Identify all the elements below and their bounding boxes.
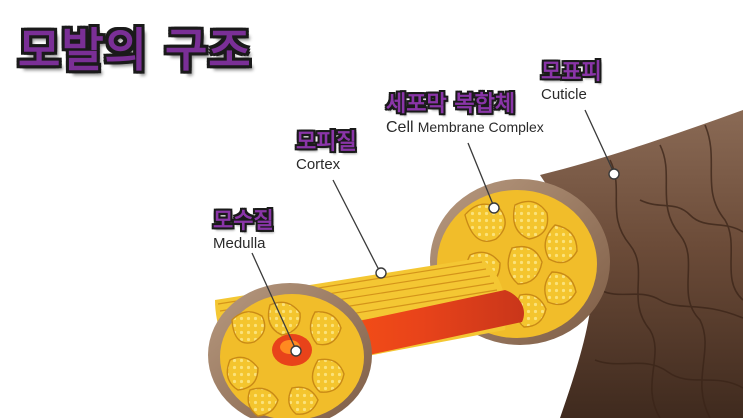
label-cuticle: 모표피 Cuticle — [541, 60, 602, 104]
label-cell-membrane-korean: 세포막 복합체 — [386, 92, 516, 117]
leader-dots — [290, 168, 620, 357]
label-medulla-english: Medulla — [213, 235, 266, 252]
dot-cuticle — [608, 168, 620, 180]
cortex-cells-lower — [226, 301, 345, 417]
label-cell-membrane-english-main: Cell — [386, 119, 414, 136]
label-cell-membrane: 세포막 복합체 Cell Membrane Complex — [386, 92, 544, 137]
label-cell-membrane-english: Cell Membrane Complex — [386, 118, 544, 137]
label-cuticle-korean: 모표피 — [541, 60, 602, 85]
dot-cell-membrane — [488, 202, 500, 214]
label-cell-membrane-english-sub: Membrane Complex — [417, 119, 544, 135]
leader-cell-membrane — [467, 142, 495, 208]
cuticle-scale-lines — [594, 124, 743, 418]
label-cortex-korean: 모피질 — [296, 130, 357, 155]
leader-medulla — [251, 252, 297, 351]
label-medulla: 모수질 Medulla — [213, 209, 274, 253]
label-cuticle-english: Cuticle — [541, 86, 587, 103]
dot-medulla — [290, 345, 302, 357]
hair-shaft-cuticle — [540, 110, 743, 418]
dot-cortex — [375, 267, 387, 279]
cortex-cells-upper — [464, 200, 578, 328]
label-cortex-english: Cortex — [296, 156, 341, 173]
diagram-title: 모발의 구조 — [18, 23, 252, 77]
label-medulla-korean: 모수질 — [213, 209, 274, 234]
leader-cortex — [332, 179, 381, 273]
label-cortex: 모피질 Cortex — [296, 130, 357, 174]
leader-cuticle — [584, 109, 615, 174]
leader-lines — [251, 109, 615, 351]
